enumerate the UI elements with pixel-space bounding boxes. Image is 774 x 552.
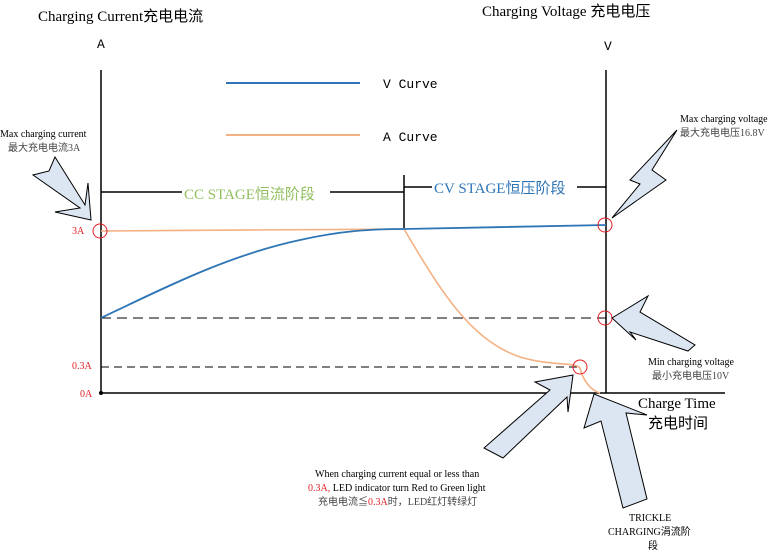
trickle-text-2: CHARGING涓流阶 [608, 525, 691, 538]
max-current-arrow [31, 155, 92, 221]
trickle-arrow [583, 393, 648, 509]
trickle-text-1: TRICKLE [629, 513, 671, 524]
led-text-cn-a: 充电电流≦ [318, 495, 368, 508]
min-voltage-text-cn: 最小充电电压10V [652, 369, 730, 382]
left-axis-unit: A [97, 37, 105, 52]
min-voltage-text-en: Min charging voltage [648, 357, 734, 368]
max-voltage-marker [597, 217, 613, 233]
left-title: Charging Current充电电流 [38, 8, 203, 25]
origin-dot [99, 391, 103, 395]
label-3a: 3A [72, 226, 85, 237]
max-voltage-text-en: Max charging voltage [680, 114, 768, 125]
led-text-red-value: 0.3A, [308, 483, 330, 494]
led-text-line2-rest: LED indicator turn Red to Green light [330, 483, 485, 494]
label-0-3a: 0.3A [72, 361, 93, 372]
led-cutoff-arrow [483, 374, 574, 459]
min-voltage-arrow [611, 294, 696, 352]
legend-v-label: V Curve [383, 77, 438, 92]
label-0a: 0A [80, 389, 93, 400]
voltage-curve [100, 224, 607, 319]
cv-stage-label: CV STAGE恒压阶段 [434, 180, 565, 197]
led-text-cn-b: 时，LED红灯转绿灯 [388, 495, 477, 508]
led-text-line2: 0.3A, LED indicator turn Red to Green li… [308, 483, 486, 494]
led-text-line1: When charging current equal or less than [315, 469, 479, 480]
max-current-marker [92, 223, 108, 239]
led-text-cn-red: 0.3A [368, 497, 389, 508]
max-current-text-cn: 最大充电电流3A [8, 141, 81, 154]
max-current-text-en: Max charging current [0, 129, 87, 140]
max-voltage-text-cn: 最大充电电压16.8V [680, 126, 765, 139]
cc-stage-label: CC STAGE恒流阶段 [184, 186, 315, 203]
right-axis-unit: V [604, 39, 612, 54]
trickle-text-3: 段 [648, 539, 658, 552]
x-axis-title-cn: 充电时间 [648, 415, 708, 432]
max-voltage-arrow [611, 129, 678, 219]
led-text-line3: 充电电流≦0.3A时，LED红灯转绿灯 [318, 495, 477, 508]
legend-a-label: A Curve [383, 130, 438, 145]
cutoff-marker [572, 359, 588, 375]
x-axis-title: Charge Time [638, 396, 716, 412]
current-curve [100, 228, 601, 394]
right-title: Charging Voltage 充电电压 [482, 3, 650, 20]
